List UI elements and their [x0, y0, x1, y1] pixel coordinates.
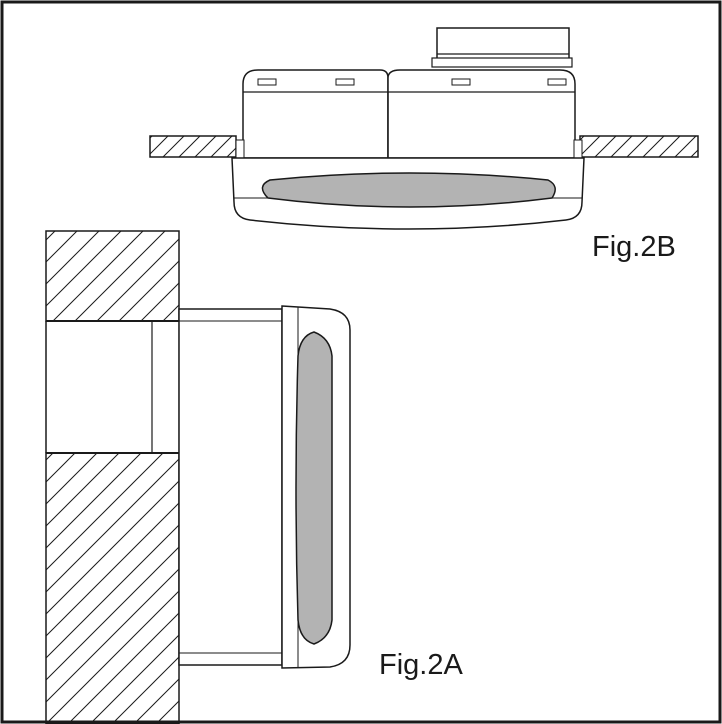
fig-2b-label: Fig.2B: [592, 231, 676, 263]
front-panel: [231, 157, 585, 230]
fig-2b-drawing: [149, 27, 699, 230]
duct-collar: [431, 27, 573, 68]
unit-side-body: [178, 308, 283, 666]
unit-front-cover: [281, 305, 351, 669]
wall-upper: [45, 230, 180, 322]
unit-body: [235, 69, 583, 159]
fig-2a-lens: [295, 331, 333, 645]
fig-2a-drawing: [45, 230, 351, 724]
wall-lower: [45, 452, 180, 724]
wall-opening: [45, 320, 180, 454]
ceiling-slab-left: [149, 135, 237, 158]
fig-2a-label: Fig.2A: [379, 649, 463, 681]
ceiling-slab-right: [579, 135, 699, 158]
fig-2b-lens: [261, 172, 556, 208]
